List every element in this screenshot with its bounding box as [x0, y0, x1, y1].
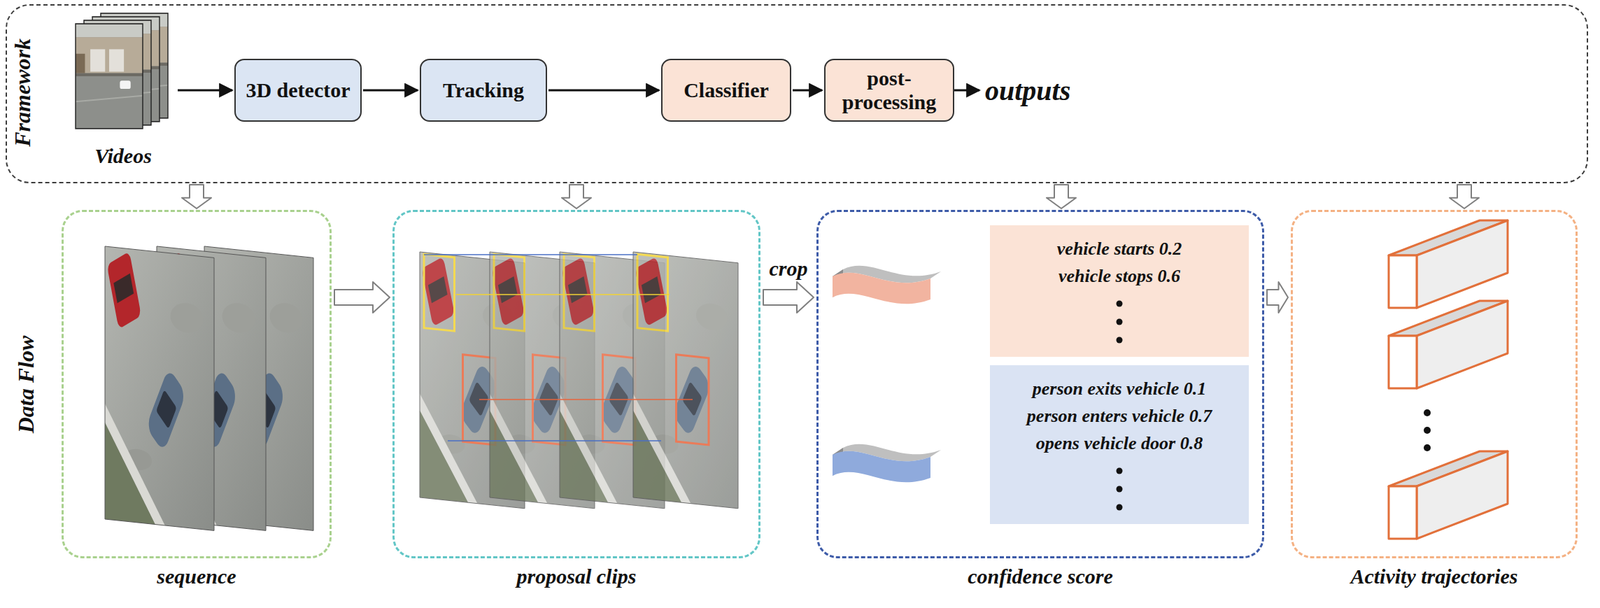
ellipsis-dot — [1116, 468, 1123, 475]
feature-ribbon — [832, 444, 941, 483]
caption-text: Videos — [69, 144, 177, 169]
side-label: Data Flow — [13, 335, 40, 434]
box-label: 3D detector — [245, 78, 350, 103]
hollow-arrow — [1449, 184, 1479, 209]
process-box: 3D detector — [234, 58, 362, 122]
dashed-panel: proposal clips — [392, 209, 761, 559]
label-holder: Data Flow — [13, 335, 40, 434]
video-stack-icon-part — [75, 23, 143, 129]
sequence-frames-part — [104, 246, 215, 531]
score-box: person exits vehicle 0.1person enters ve… — [989, 365, 1249, 525]
flow-arrow — [363, 89, 418, 92]
process-box: Classifier — [661, 58, 792, 122]
flow-arrow — [792, 89, 823, 92]
proposal-frames — [419, 251, 739, 509]
box-label: post- processing — [832, 66, 946, 115]
sequence-frames — [104, 246, 314, 531]
ellipsis-dots-part — [1423, 426, 1431, 434]
caption-text: Activity trajectories — [1292, 564, 1576, 590]
hollow-arrow — [763, 281, 814, 313]
label-holder: outputs — [985, 74, 1071, 108]
trajectory-prism-part — [1416, 220, 1508, 308]
ellipsis-dots — [1423, 409, 1431, 452]
edge-label: crop — [766, 256, 811, 281]
proposal-frames-part — [423, 253, 638, 256]
video-stack-icon — [75, 13, 168, 129]
dashed-panel: sequence — [61, 209, 332, 559]
trajectory-prism-part — [1388, 255, 1417, 308]
proposal-frames-part — [447, 440, 662, 442]
hollow-arrow — [334, 281, 390, 313]
trajectory-prism-part — [1416, 451, 1508, 539]
flow-arrow — [548, 89, 660, 92]
proposal-frames-part — [456, 293, 670, 296]
output-arrow — [954, 89, 980, 92]
score-line: opens vehicle door 0.8 — [1036, 429, 1203, 457]
process-box: post- processing — [824, 58, 955, 122]
dashed-panel: FrameworkVideos3D detectorTrackingClassi… — [5, 4, 1589, 184]
proposal-frames-part-part — [493, 253, 525, 331]
score-line: vehicle starts 0.2 — [1057, 235, 1182, 263]
ellipsis-dot — [1116, 300, 1123, 308]
hollow-arrow — [181, 184, 212, 209]
trajectory-prism-part — [1388, 486, 1417, 539]
feature-ribbon — [832, 265, 941, 304]
process-box: Tracking — [419, 58, 548, 122]
ellipsis-dot — [1116, 319, 1123, 326]
trajectory-prism — [1388, 451, 1508, 539]
proposal-frames-part — [479, 398, 693, 401]
hollow-arrow — [1046, 184, 1076, 209]
ellipsis-dot — [1116, 486, 1123, 493]
caption-text: Framework — [9, 38, 36, 147]
proposal-frames-part-part — [637, 253, 669, 331]
trajectory-prism-part — [1416, 300, 1508, 389]
ellipsis-dots — [989, 293, 1249, 350]
ellipsis-dots-part — [1423, 444, 1431, 452]
trajectory-prism — [1388, 300, 1508, 389]
ellipsis-dot — [1116, 337, 1123, 344]
ellipsis-dot — [1116, 504, 1123, 511]
box-label: Tracking — [442, 78, 525, 103]
flow-arrow — [177, 89, 233, 92]
trajectory-prism — [1388, 220, 1508, 308]
score-line: person enters vehicle 0.7 — [1027, 402, 1212, 430]
hollow-arrow — [561, 184, 592, 209]
ellipsis-dots — [989, 461, 1249, 518]
proposal-frames-part-part — [633, 251, 739, 509]
video-node: Videos — [69, 13, 177, 142]
proposal-frames-part-part — [423, 253, 455, 331]
proposal-frames-part — [633, 251, 739, 509]
ellipsis-dots-part — [1423, 409, 1431, 417]
hollow-arrow — [1266, 281, 1288, 313]
score-line: person exits vehicle 0.1 — [1032, 374, 1207, 403]
caption-text: sequence — [63, 564, 330, 590]
proposal-frames-part-part — [563, 253, 595, 331]
caption-text: proposal clips — [394, 564, 759, 590]
score-box: vehicle starts 0.2vehicle stops 0.6 — [989, 225, 1249, 357]
trajectory-prism-part — [1388, 335, 1417, 389]
score-line: vehicle stops 0.6 — [1058, 262, 1181, 290]
box-label: Classifier — [683, 78, 769, 103]
dashed-panel: Activity trajectories — [1290, 209, 1578, 559]
feature-ribbon-part — [832, 451, 931, 483]
output-label: outputs — [985, 74, 1071, 108]
caption-text: confidence score — [818, 564, 1263, 590]
feature-ribbon-part — [832, 272, 931, 304]
edge-label-holder: crop — [766, 256, 811, 281]
dashed-panel: confidence scorevehicle starts 0.2vehicl… — [816, 209, 1265, 559]
